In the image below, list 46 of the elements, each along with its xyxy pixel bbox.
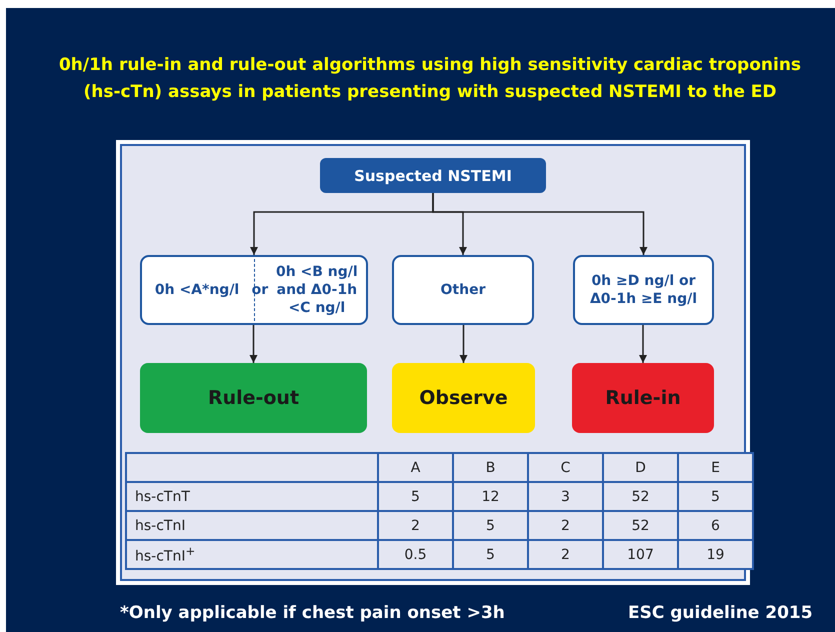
column-header: A bbox=[378, 453, 453, 482]
table-cell: 5 bbox=[678, 482, 753, 511]
outcome-box bbox=[140, 363, 367, 433]
title-box bbox=[320, 158, 546, 193]
column-header: B bbox=[453, 453, 528, 482]
outcome-label: Rule-in bbox=[604, 387, 682, 409]
box-label: Suspected NSTEMI bbox=[353, 166, 513, 184]
arrow bbox=[250, 325, 258, 363]
criteria-box bbox=[140, 255, 368, 325]
table-cell: 2 bbox=[378, 511, 453, 540]
arrow bbox=[639, 325, 647, 363]
row-header: hs-cTnT bbox=[126, 482, 378, 511]
outcome-label: Rule-out bbox=[206, 387, 300, 409]
table-cell: 5 bbox=[378, 482, 453, 511]
table-cell: 107 bbox=[603, 540, 678, 569]
table-cell: 2 bbox=[528, 511, 603, 540]
outcome-box bbox=[572, 363, 714, 433]
table-cell: 2 bbox=[528, 540, 603, 569]
table-cell: 52 bbox=[603, 511, 678, 540]
box-label: 0h ≥D ng/l or Δ0-1h ≥E ng/l bbox=[588, 272, 698, 308]
criteria-box bbox=[392, 255, 534, 325]
table-cell: 5 bbox=[453, 540, 528, 569]
condition-text: 0h <A*ng/l bbox=[154, 281, 240, 299]
outcome-label: Observe bbox=[418, 387, 509, 409]
table-cell: 6 bbox=[678, 511, 753, 540]
column-header: E bbox=[678, 453, 753, 482]
table-cell: 5 bbox=[453, 511, 528, 540]
column-header: C bbox=[528, 453, 603, 482]
title: 0h/1h rule-in and rule-out algorithms using high sensitivity cardiac troponins (hs-cTn) assays in patients presenting with suspected NSTEMI to the ED bbox=[58, 54, 802, 104]
column-header: D bbox=[603, 453, 678, 482]
table-cell: 19 bbox=[678, 540, 753, 569]
box-label: Other bbox=[440, 281, 486, 299]
source-note: ESC guideline 2015 bbox=[628, 603, 813, 623]
table-cell: 12 bbox=[453, 482, 528, 511]
or-text: or bbox=[250, 281, 270, 299]
criteria-box bbox=[573, 255, 714, 325]
row-header: hs-cTnI$^{+}$ bbox=[126, 540, 378, 569]
footnote: *Only applicable if chest pain onset >3h bbox=[120, 603, 505, 623]
outcome-box bbox=[392, 363, 535, 433]
arrow bbox=[432, 193, 648, 255]
table-cell: 0.5 bbox=[378, 540, 453, 569]
row-header: hs-cTnI bbox=[126, 511, 378, 540]
table-cell: 52 bbox=[603, 482, 678, 511]
condition-text: 0h <B ng/l and Δ0-1h <C ng/l bbox=[274, 263, 359, 317]
table-cell: 3 bbox=[528, 482, 603, 511]
arrow bbox=[460, 325, 468, 363]
